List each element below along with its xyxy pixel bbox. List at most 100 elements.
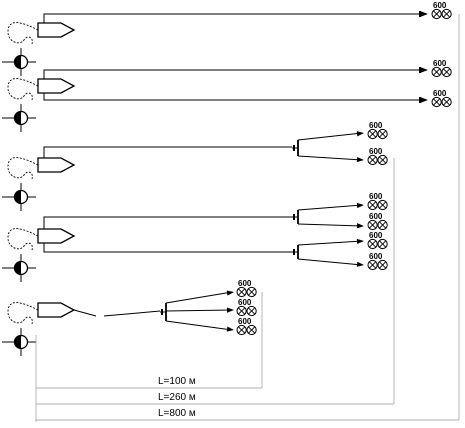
lamp-cross-line <box>379 201 387 209</box>
dimension-label-l800: L=800 м <box>158 408 196 419</box>
branch-arrow <box>356 223 364 229</box>
scheme-3-branch-top <box>297 132 363 141</box>
scheme-3-splitter <box>292 140 299 156</box>
lamp-power-label: 600 <box>369 121 383 130</box>
feeder-end-tick <box>419 97 421 103</box>
feeder-cabinet-icon <box>37 22 76 38</box>
scheme-5-splitter <box>160 303 167 321</box>
feeder-cabinet-icon <box>37 78 76 94</box>
scheme-5-feeder <box>73 309 161 317</box>
lamp-group-s4-4: 600 <box>367 252 388 271</box>
lamp-cross-line <box>369 201 377 209</box>
scheme-4-branch-3 <box>297 240 363 246</box>
lamp-cross-line <box>433 10 441 18</box>
branch-arrow <box>356 202 364 209</box>
lamp-cross-line <box>369 221 377 229</box>
lamp-cross-line <box>443 10 451 18</box>
power-source-half-fill <box>14 190 21 204</box>
scheme-2-feeder-bottom <box>43 93 420 101</box>
scheme-4 <box>2 202 364 282</box>
feeder-arrow <box>421 11 428 17</box>
branch-arrow <box>226 307 234 313</box>
lamp-cross-line <box>379 240 387 248</box>
lamp-group-s3-top: 600 <box>367 121 388 140</box>
lamp-group-s4-2: 600 <box>367 212 388 231</box>
feeder-arrow <box>421 97 428 103</box>
lamp-cross-line <box>248 307 256 315</box>
lamp-power-label: 600 <box>369 192 383 201</box>
lamp-cross-line <box>369 130 377 138</box>
lamp-cross-line <box>369 261 377 269</box>
scheme-4-source <box>2 228 76 282</box>
branch-arrow <box>356 238 364 245</box>
power-source-half-fill <box>14 261 21 275</box>
scheme-2 <box>2 67 428 132</box>
lamp-cross-line <box>238 307 246 315</box>
lamp-cross-line <box>369 240 377 248</box>
branch-arrow <box>356 131 364 137</box>
feeder-arrow <box>421 67 428 73</box>
lamp-group-s5-mid: 600 <box>236 298 257 317</box>
lamp-power-label: 600 <box>238 279 252 288</box>
lamp-cross-line <box>433 68 441 76</box>
lamp-group-s5-bottom: 600 <box>236 317 257 336</box>
lamp-group-s4-3: 600 <box>367 231 388 250</box>
lamp-cross-line <box>379 261 387 269</box>
lamp-power-label: 600 <box>433 1 447 10</box>
scheme-4-branch-2 <box>297 223 363 227</box>
lamp-power-label: 600 <box>433 89 447 98</box>
dimension-label-l100: L=100 м <box>158 376 196 387</box>
lamp-cross-line <box>443 68 451 76</box>
lamp-power-label: 600 <box>369 252 383 261</box>
feeder-cabinet-icon <box>37 302 76 318</box>
scheme-4-feeder-top <box>43 216 292 229</box>
lamp-group-s1: 600 <box>431 1 452 20</box>
lamp-cross-line <box>248 288 256 296</box>
scheme-3-feeder <box>43 146 292 158</box>
scheme-5-branch-mid <box>165 309 233 312</box>
dimension-label-l260: L=260 м <box>158 392 196 403</box>
lamp-cross-line <box>379 130 387 138</box>
scheme-3-source <box>2 157 76 211</box>
branch-arrow <box>226 326 234 332</box>
feeder-end-tick <box>419 67 421 73</box>
scheme-4-branch-4 <box>297 258 363 266</box>
scheme-5-branch-bottom <box>165 320 233 331</box>
lamp-cross-line <box>433 98 441 106</box>
scheme-4-branch-1 <box>297 204 363 211</box>
scheme-5-branch-top <box>165 291 233 304</box>
cable-loop-icon <box>7 22 39 45</box>
lamp-group-s5-top: 600 <box>236 279 257 298</box>
scheme-layer <box>2 11 428 356</box>
lamp-group-s2-bottom: 600 <box>431 89 452 108</box>
lamp-cross-line <box>238 326 246 334</box>
scheme-4-splitter-top <box>292 210 299 224</box>
scheme-2-feeder-top <box>43 69 420 79</box>
lamp-cross-line <box>248 326 256 334</box>
lamp-power-label: 600 <box>369 212 383 221</box>
lamp-group-s2-top: 600 <box>431 59 452 78</box>
scheme-3 <box>2 131 364 211</box>
lamp-cross-line <box>443 98 451 106</box>
lamp-cross-line <box>379 221 387 229</box>
branch-arrow <box>356 261 364 267</box>
lamp-power-label: 600 <box>369 147 383 156</box>
lamp-power-label: 600 <box>433 59 447 68</box>
scheme-2-source <box>2 78 76 132</box>
lamp-cross-line <box>369 156 377 164</box>
lamp-power-label: 600 <box>369 231 383 240</box>
cable-loop-icon <box>7 302 39 325</box>
scheme-4-splitter-bottom <box>292 245 299 259</box>
scheme-5-source <box>2 302 76 356</box>
branch-arrow <box>356 156 364 163</box>
branch-arrow <box>226 290 234 296</box>
scheme-5 <box>2 290 234 356</box>
cable-loop-icon <box>7 78 39 101</box>
lamp-cross-line <box>238 288 246 296</box>
power-source-half-fill <box>14 335 21 349</box>
cable-loop-icon <box>7 157 39 180</box>
lamp-power-label: 600 <box>238 317 252 326</box>
